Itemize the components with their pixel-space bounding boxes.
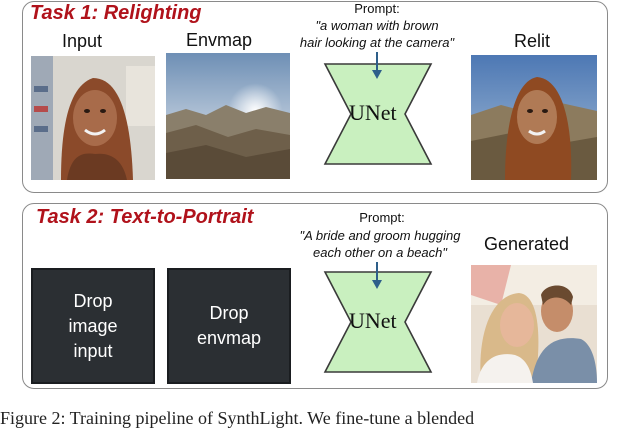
drop-image-input-box: Drop image input: [31, 268, 155, 384]
relit-portrait-image: [471, 55, 597, 180]
drop-envmap-line2: envmap: [196, 328, 262, 348]
unet-label-2: UNet: [349, 308, 397, 333]
input-portrait-image: [31, 56, 155, 180]
drop-image-line3: input: [73, 340, 113, 361]
unet-shape-2: [323, 271, 433, 373]
down-arrow-icon: [372, 262, 382, 289]
text-to-portrait-panel: [22, 203, 608, 389]
unet-label-1: UNet: [349, 100, 397, 125]
generated-image: [471, 265, 597, 383]
prompt-text-2-line2: each other on a beach": [313, 245, 447, 260]
prompt-heading-2: Prompt:: [359, 210, 405, 225]
task1-title: Task 1: Relighting: [30, 2, 202, 24]
prompt-heading-1: Prompt:: [354, 1, 400, 16]
prompt-text-1-line1: "a woman with brown: [315, 18, 439, 33]
drop-image-line1: Drop: [73, 290, 113, 311]
down-arrow-icon: [372, 52, 382, 79]
unet-shape-1: [323, 63, 433, 165]
generated-label: Generated: [484, 234, 570, 254]
envmap-label: Envmap: [186, 30, 253, 50]
relighting-panel: [22, 1, 608, 193]
drop-envmap-line1: Drop: [209, 303, 249, 323]
prompt-text-2-line1: "A bride and groom hugging: [299, 228, 461, 243]
envmap-image: [166, 53, 290, 179]
input-label: Input: [62, 31, 103, 51]
relit-label: Relit: [514, 31, 551, 51]
task2-title: Task 2: Text-to-Portrait: [36, 206, 254, 228]
drop-envmap-box: Drop envmap: [167, 268, 291, 384]
figure-caption: Figure 2: Training pipeline of SynthLigh…: [0, 408, 475, 428]
drop-image-line2: image: [68, 315, 118, 336]
prompt-text-1-line2: hair looking at the camera": [299, 35, 455, 50]
